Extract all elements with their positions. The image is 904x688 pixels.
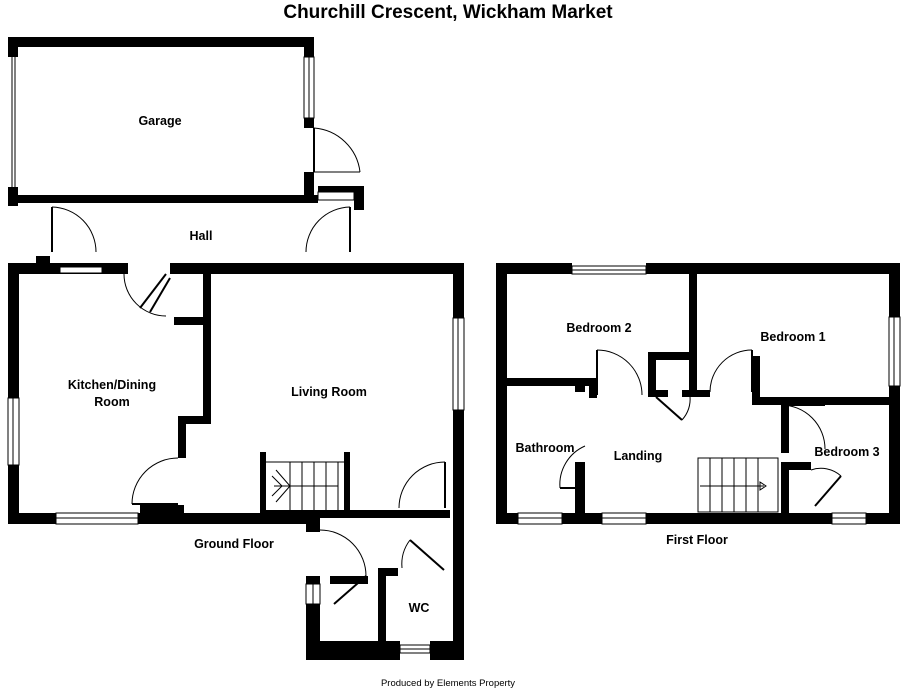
bedroom-3-label: Bedroom 3 [814,445,879,459]
wc-windows [305,583,431,654]
ground-floor-walls [8,256,464,660]
wc-label: WC [409,601,430,615]
garage-walls [8,37,364,210]
first-floor-stairs [697,457,779,513]
kitchen-label-line1: Kitchen/Dining [68,378,156,392]
first-floor-windows [517,265,901,525]
garage-window [303,56,315,119]
ground-floor-windows [7,266,465,525]
bathroom-label: Bathroom [515,441,574,455]
garage-door [11,57,16,187]
living-room-label: Living Room [291,385,367,399]
ground-floor-label: Ground Floor [194,537,274,551]
landing-label: Landing [614,449,663,463]
wc-doors [319,529,445,605]
first-floor-doors [559,349,842,507]
kitchen-label-line2: Room [94,395,129,409]
wc-walls [306,518,464,660]
garage-label: Garage [138,114,181,128]
plan-title: Churchill Crescent, Wickham Market [283,2,613,23]
bedroom-2-label: Bedroom 2 [566,321,631,335]
hall-label: Hall [190,229,213,243]
credit-text: Produced by Elements Property [381,678,515,688]
hall-doors [51,206,351,253]
first-floor-walls [496,263,900,524]
ground-floor-stairs [266,461,344,510]
hall-rear-window [317,191,355,201]
bedroom-1-label: Bedroom 1 [760,330,825,344]
first-floor-label: First Floor [666,533,728,547]
ground-floor-doors [123,273,446,509]
garage-side-door [313,127,361,173]
